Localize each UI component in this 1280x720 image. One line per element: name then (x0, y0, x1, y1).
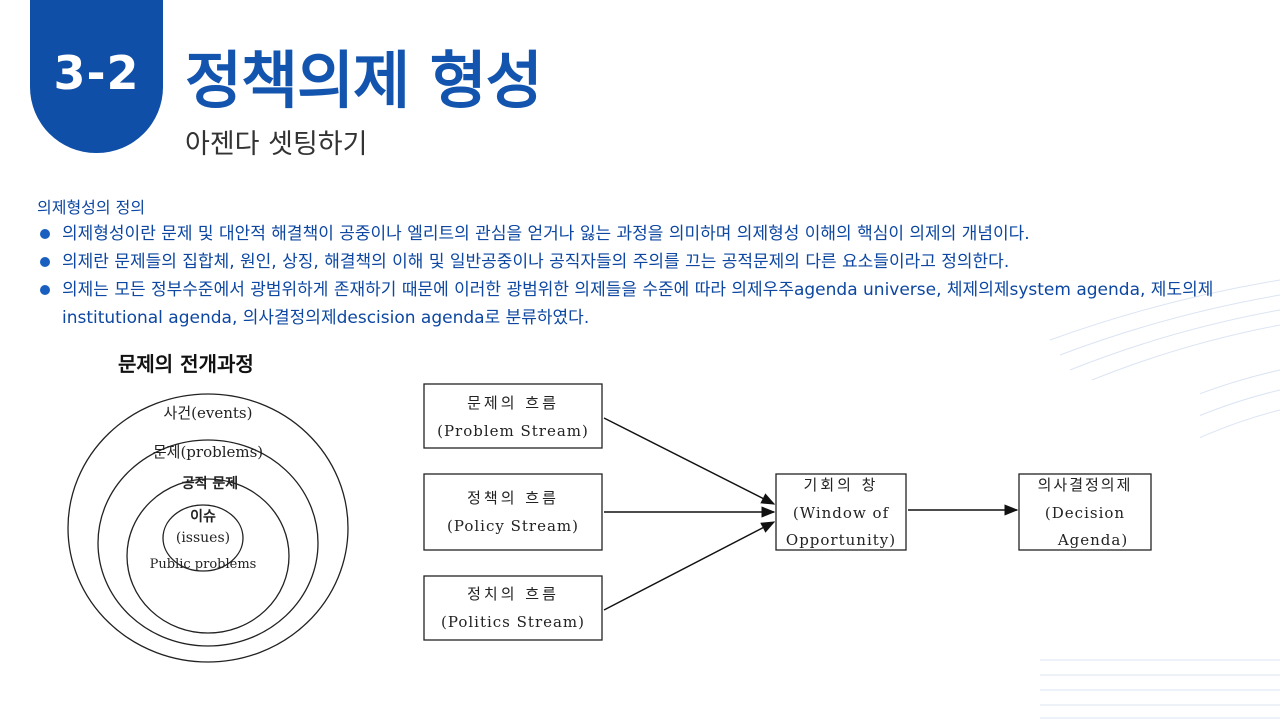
circle-diagram-title: 문제의 전개과정 (118, 352, 254, 376)
section-number: 3-2 (53, 45, 140, 100)
list-item-text: 의제란 문제들의 집합체, 원인, 상징, 해결책의 이해 및 일반공중이나 공… (62, 252, 1010, 272)
list-item-text: 의제는 모든 정부수준에서 광범위하게 존재하기 때문에 이러한 광범위한 의제… (62, 280, 1214, 328)
definition-list: 의제형성이란 문제 및 대안적 해결책이 공중이나 엘리트의 관심을 얻거나 잃… (37, 220, 1237, 332)
bullet-dot-icon (40, 257, 50, 267)
arrow-problem-to-window (603, 417, 776, 505)
core-public-problems-label: Public problems (150, 557, 257, 572)
decision-label-en-2: Agenda) (1057, 531, 1128, 549)
list-item: 의제란 문제들의 집합체, 원인, 상징, 해결책의 이해 및 일반공중이나 공… (37, 248, 1237, 276)
ring-public-label: 공적 문제 (182, 475, 238, 492)
window-label-en-1: (Window of (793, 504, 890, 522)
section-heading: 의제형성의 정의 (37, 198, 146, 217)
policy-stream-label-ko: 정책의 흐름 (467, 489, 559, 507)
bullet-dot-icon (40, 285, 50, 295)
policy-stream-box (423, 473, 603, 551)
concentric-circles-diagram: 사건(events) 문제(problems) 공적 문제 이슈 (issues… (67, 393, 349, 663)
page-subtitle: 아젠다 셋팅하기 (185, 129, 368, 160)
problem-stream-label-en: (Problem Stream) (437, 422, 589, 440)
decision-label-ko: 의사결정의제 (1038, 476, 1133, 494)
arrow-politics-to-window (603, 521, 776, 611)
ring-public-problems (126, 478, 290, 634)
politics-stream-label-en: (Politics Stream) (441, 613, 585, 631)
ring-problems (97, 439, 319, 647)
ring-events-label: 사건(events) (164, 404, 253, 422)
section-number-badge: 3-2 (30, 0, 163, 153)
list-item: 의제는 모든 정부수준에서 광범위하게 존재하기 때문에 이러한 광범위한 의제… (37, 276, 1237, 332)
politics-stream-label-ko: 정치의 흐름 (467, 585, 559, 603)
list-item: 의제형성이란 문제 및 대안적 해결책이 공중이나 엘리트의 관심을 얻거나 잃… (37, 220, 1237, 248)
decision-label-en-1: (Decision (1045, 504, 1125, 522)
core-issue-label: 이슈 (190, 508, 216, 525)
ring-events (67, 393, 349, 663)
core-issues-label: (issues) (176, 530, 230, 546)
ring-issues (162, 504, 244, 572)
bullet-dot-icon (40, 229, 50, 239)
politics-stream-box (423, 575, 603, 641)
ring-problems-label: 문제(problems) (153, 443, 263, 461)
policy-stream-label-en: (Policy Stream) (447, 517, 579, 535)
decision-agenda-box (1018, 473, 1152, 551)
window-of-opportunity-box (775, 473, 907, 551)
page-title: 정책의제 형성 (185, 44, 543, 117)
problem-stream-label-ko: 문제의 흐름 (467, 394, 559, 412)
problem-stream-box (423, 383, 603, 449)
window-label-en-2: Opportunity) (786, 531, 896, 549)
list-item-text: 의제형성이란 문제 및 대안적 해결책이 공중이나 엘리트의 관심을 얻거나 잃… (62, 224, 1030, 244)
window-label-ko: 기회의 창 (804, 476, 879, 494)
multiple-streams-diagram: 문제의 흐름 (Problem Stream) 정책의 흐름 (Policy S… (423, 383, 1152, 641)
